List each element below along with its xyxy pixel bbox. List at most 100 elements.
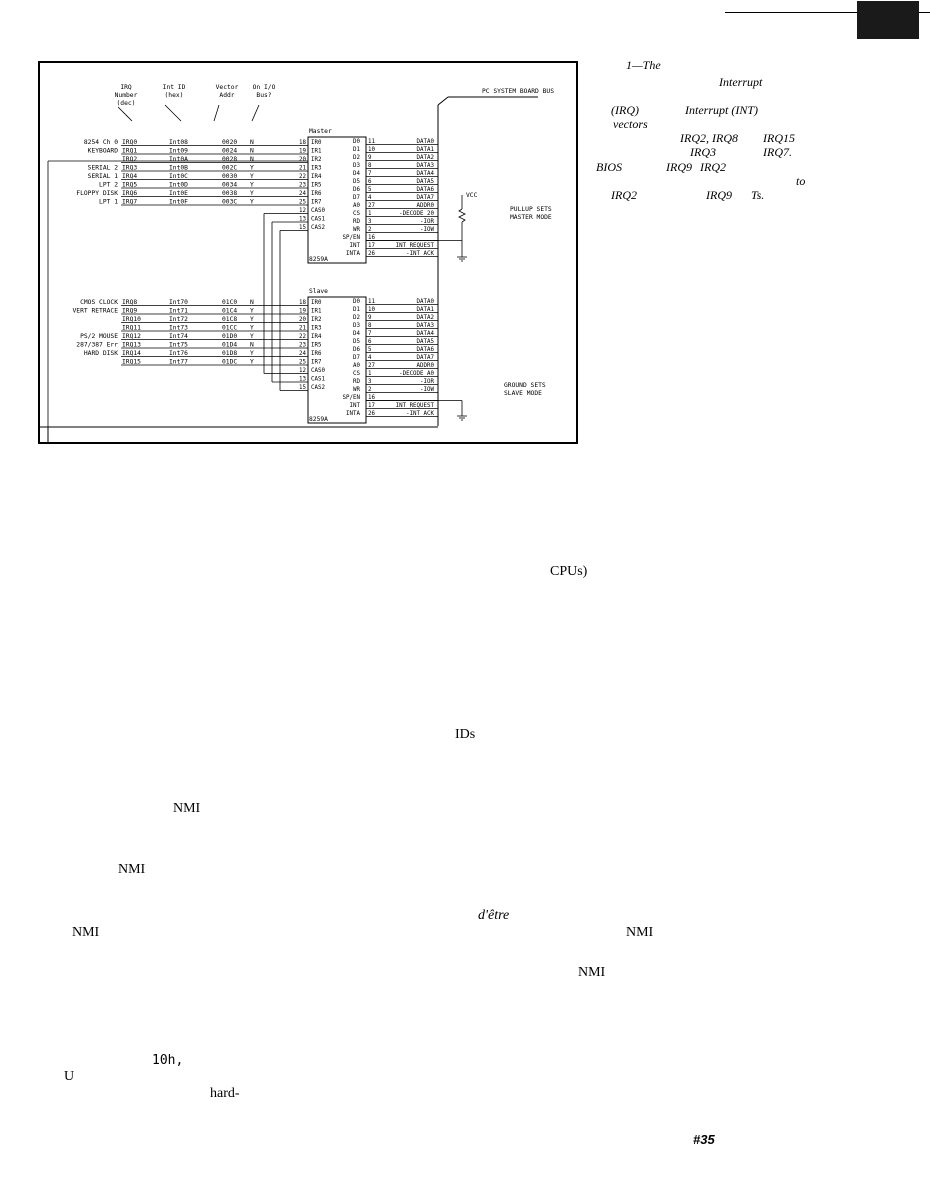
master-signal-label: -DECODE 20 [399, 211, 434, 217]
slave-vector-label: 01D0 [222, 333, 237, 340]
slave-pin-number: 23 [299, 343, 306, 349]
slave-pin-name: D2 [353, 315, 360, 321]
corner-tab [857, 1, 919, 39]
master-bus-flag: N [250, 139, 254, 146]
pullup-resistor [458, 208, 466, 223]
slave-pin-number: 19 [299, 309, 306, 315]
body-frag: CPUs) [550, 564, 588, 579]
master-bus-flag: Y [250, 182, 254, 189]
master-pin-name: INTA [346, 251, 360, 257]
slave-part-label: 8259A [309, 416, 328, 423]
master-signal-label: INT REQUEST [396, 243, 435, 249]
master-int-label: Int0E [169, 190, 188, 197]
master-pin-number: 8 [368, 163, 372, 169]
slave-pin-number: 20 [299, 317, 306, 323]
slave-irq-label: IRQ14 [122, 350, 141, 357]
master-pin-name: INT [350, 243, 361, 249]
master-pin-number: 12 [299, 208, 306, 214]
master-irq-label: IRQ6 [122, 190, 137, 197]
slave-pin-number: 1 [368, 371, 372, 377]
master-pin-name: CAS1 [311, 217, 325, 223]
master-pin-name: IR0 [311, 140, 322, 146]
slave-int-label: Int72 [169, 316, 188, 323]
master-pin-name: IR5 [311, 183, 322, 189]
column-header-1: (dec) [117, 100, 136, 107]
slave-int-label: Int74 [169, 333, 188, 340]
slave-pin-name: IR6 [311, 351, 322, 357]
master-int-label: Int0B [169, 165, 188, 172]
master-vector-label: 0038 [222, 190, 237, 197]
caption-frag: IRQ2 [611, 188, 637, 202]
master-signal-label: DATA3 [417, 163, 435, 169]
master-vector-label: 003C [222, 199, 237, 206]
slave-pin-number: 10 [368, 307, 375, 313]
slave-int-label: Int71 [169, 308, 188, 315]
slave-pin-number: 16 [368, 395, 375, 401]
slave-int-label: Int70 [169, 299, 188, 306]
slave-irq-label: IRQ12 [122, 333, 141, 340]
ground-label: SLAVE MODE [504, 390, 542, 397]
header-arrow [117, 106, 133, 122]
master-pin-number: 26 [368, 251, 375, 257]
slave-vector-label: 01C0 [222, 299, 237, 306]
ground-label: GROUND SETS [504, 382, 546, 389]
slave-bus-flag: N [250, 299, 254, 306]
master-pin-name: RD [353, 219, 360, 225]
slave-pin-name: IR0 [311, 300, 322, 306]
master-bus-flag: Y [250, 165, 254, 172]
slave-int-label: Int77 [169, 359, 188, 366]
slave-int-label: Int73 [169, 325, 188, 332]
master-bus-flag: N [250, 148, 254, 155]
slave-signal-label: ADDR0 [417, 363, 435, 369]
slave-pin-number: 15 [299, 385, 306, 391]
slave-signal-label: INT REQUEST [396, 403, 435, 409]
master-pin-number: 24 [299, 191, 306, 197]
slave-irq-label: IRQ11 [122, 325, 141, 332]
slave-pin-name: D4 [353, 331, 360, 337]
master-device-label: SERIAL 1 [88, 173, 119, 180]
caption-frag: IRQ2 [700, 160, 726, 174]
body-frag: IDs [455, 727, 476, 742]
master-device-label: FLOPPY DISK [76, 190, 118, 197]
master-vector-label: 0024 [222, 148, 237, 155]
master-pin-name: IR3 [311, 166, 322, 172]
body-frag: U [64, 1069, 75, 1084]
slave-pin-name: IR7 [311, 360, 322, 366]
master-device-label: LPT 1 [99, 199, 118, 206]
slave-bus-flag: Y [250, 350, 254, 357]
master-pin-name: IR1 [311, 149, 322, 155]
slave-pin-name: WR [353, 387, 360, 393]
slave-signal-label: DATA2 [417, 315, 434, 321]
master-irq-label: IRQ2 [122, 156, 137, 163]
caption-frag: IRQ8 [712, 131, 738, 145]
caption-frag: IRQ7. [763, 145, 792, 159]
page-number: #35 [693, 1132, 715, 1147]
master-pin-number: 7 [368, 171, 372, 177]
master-pin-number: 5 [368, 187, 372, 193]
slave-pin-name: D0 [353, 299, 360, 305]
slave-irq-label: IRQ8 [122, 299, 137, 306]
slave-int-label: Int76 [169, 350, 188, 357]
master-pin-number: 16 [368, 235, 375, 241]
master-vector-label: 002C [222, 165, 237, 172]
master-pin-name: D0 [353, 139, 360, 145]
master-int-label: Int09 [169, 148, 188, 155]
master-vector-label: 0030 [222, 173, 237, 180]
column-header-3: Vector [216, 84, 239, 91]
master-pin-number: 11 [368, 139, 375, 145]
slave-pin-name: CAS0 [311, 368, 325, 374]
master-irq-label: IRQ0 [122, 139, 137, 146]
master-vector-label: 0020 [222, 139, 237, 146]
bus-label: PC SYSTEM BOARD BUS [482, 88, 554, 95]
pullup-label: MASTER MODE [510, 214, 552, 221]
master-pin-number: 21 [299, 166, 306, 172]
master-signal-label: DATA2 [417, 155, 434, 161]
master-pin-name: IR4 [311, 174, 322, 180]
body-frag: NMI [578, 965, 606, 980]
slave-irq-label: IRQ9 [122, 308, 137, 315]
body-frag: 10h, [152, 1053, 184, 1068]
master-pin-name: CAS0 [311, 208, 325, 214]
master-vector-label: 0028 [222, 156, 237, 163]
slave-signal-label: DATA1 [417, 307, 435, 313]
